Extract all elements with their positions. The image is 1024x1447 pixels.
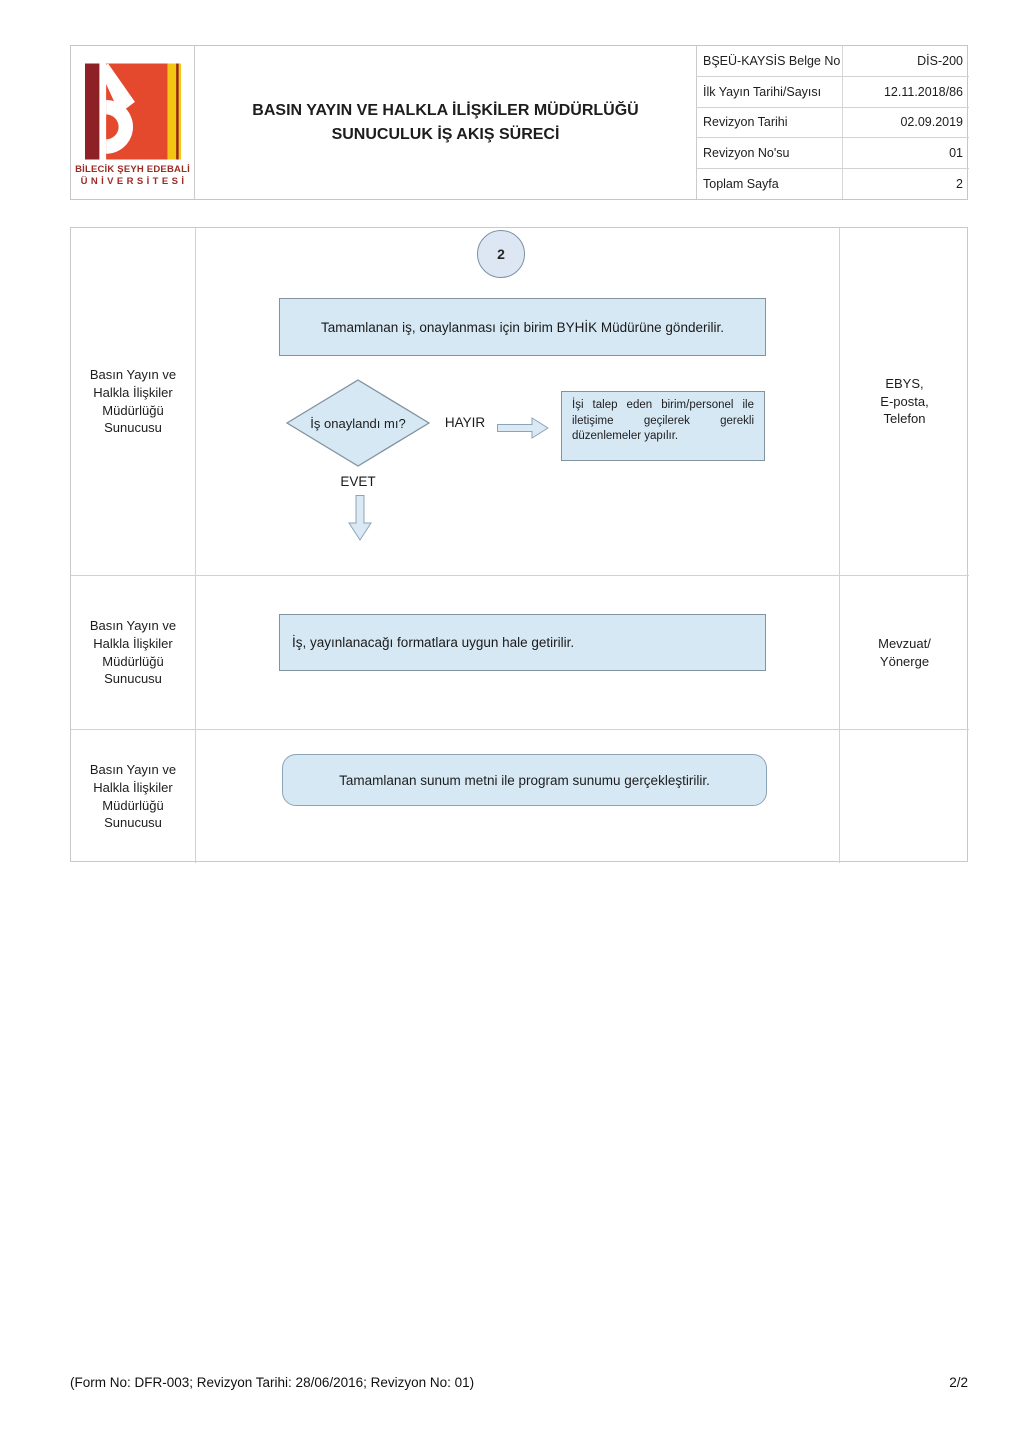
info-row-toplam-sayfa: Toplam Sayfa 2 bbox=[697, 169, 969, 199]
document-header: BİLECİK ŞEYH EDEBALİ ÜNİVERSİTESİ BASIN … bbox=[70, 45, 969, 200]
flowchart-grid: Basın Yayın ve Halkla İlişkiler Müdürlüğ… bbox=[71, 228, 969, 863]
decision-diamond: İş onaylandı mı? bbox=[286, 379, 430, 467]
decision-no-label: HAYIR bbox=[444, 415, 486, 430]
footer-page-number: 2/2 bbox=[949, 1375, 968, 1390]
flow-cell-row3 bbox=[196, 730, 840, 863]
flowchart-table: Basın Yayın ve Halkla İlişkiler Müdürlüğ… bbox=[70, 227, 969, 863]
decision-label: İş onaylandı mı? bbox=[310, 415, 406, 431]
actor-cell-row1: Basın Yayın ve Halkla İlişkiler Müdürlüğ… bbox=[71, 228, 196, 576]
process-box-approval-send: Tamamlanan iş, onaylanması için birim BY… bbox=[279, 298, 766, 356]
info-label: İlk Yayın Tarihi/Sayısı bbox=[703, 84, 822, 99]
info-row-revizyon-no: Revizyon No'su 01 bbox=[697, 138, 969, 170]
page-footer: (Form No: DFR-003; Revizyon Tarihi: 28/0… bbox=[70, 1375, 968, 1390]
university-name-line2: ÜNİVERSİTESİ bbox=[80, 176, 188, 187]
tools-cell-row1: EBYS, E-posta, Telefon bbox=[840, 228, 969, 576]
info-value: 2 bbox=[842, 169, 969, 199]
tools-cell-row2: Mevzuat/ Yönerge bbox=[840, 576, 969, 730]
info-value: DİS-200 bbox=[842, 46, 969, 76]
process-box-rework: İşi talep eden birim/personel ile iletiş… bbox=[561, 391, 765, 461]
right-arrow-icon bbox=[497, 417, 549, 439]
info-label: Revizyon Tarihi bbox=[703, 115, 788, 130]
document-info-table: BŞEÜ-KAYSİS Belge No DİS-200 İlk Yayın T… bbox=[696, 46, 969, 199]
tools-cell-row3 bbox=[840, 730, 969, 863]
flow-cell-row1 bbox=[196, 228, 840, 576]
info-row-revizyon-tarihi: Revizyon Tarihi 02.09.2019 bbox=[697, 107, 969, 139]
actor-cell-row2: Basın Yayın ve Halkla İlişkiler Müdürlüğ… bbox=[71, 576, 196, 730]
page-connector-number: 2 bbox=[497, 246, 505, 262]
diamond-shape-icon bbox=[286, 379, 430, 467]
info-value: 12.11.2018/86 bbox=[842, 76, 969, 107]
university-logo: BİLECİK ŞEYH EDEBALİ ÜNİVERSİTESİ bbox=[71, 46, 195, 199]
university-name: BİLECİK ŞEYH EDEBALİ ÜNİVERSİTESİ bbox=[75, 164, 190, 188]
flow-cell-row2 bbox=[196, 576, 840, 730]
footer-form-info: (Form No: DFR-003; Revizyon Tarihi: 28/0… bbox=[70, 1375, 475, 1390]
info-row-belge-no: BŞEÜ-KAYSİS Belge No DİS-200 bbox=[697, 46, 969, 77]
info-value: 01 bbox=[842, 138, 969, 169]
page-connector-circle: 2 bbox=[477, 230, 525, 278]
document-title: BASIN YAYIN VE HALKLA İLİŞKİLER MÜDÜRLÜĞ… bbox=[252, 102, 639, 143]
actor-cell-row3: Basın Yayın ve Halkla İlişkiler Müdürlüğ… bbox=[71, 730, 196, 863]
university-name-line1: BİLECİK ŞEYH EDEBALİ bbox=[75, 164, 190, 176]
info-label: Revizyon No'su bbox=[703, 146, 790, 161]
info-label: BŞEÜ-KAYSİS Belge No bbox=[703, 53, 841, 68]
info-value: 02.09.2019 bbox=[842, 107, 969, 138]
terminator-box-present: Tamamlanan sunum metni ile program sunum… bbox=[282, 754, 767, 806]
process-box-format: İş, yayınlanacağı formatlara uygun hale … bbox=[279, 614, 766, 671]
university-logo-icon bbox=[84, 63, 181, 160]
down-arrow-icon bbox=[348, 495, 372, 541]
decision-yes-label: EVET bbox=[340, 474, 376, 489]
info-label: Toplam Sayfa bbox=[703, 177, 779, 192]
info-row-ilk-yayin: İlk Yayın Tarihi/Sayısı 12.11.2018/86 bbox=[697, 76, 969, 108]
